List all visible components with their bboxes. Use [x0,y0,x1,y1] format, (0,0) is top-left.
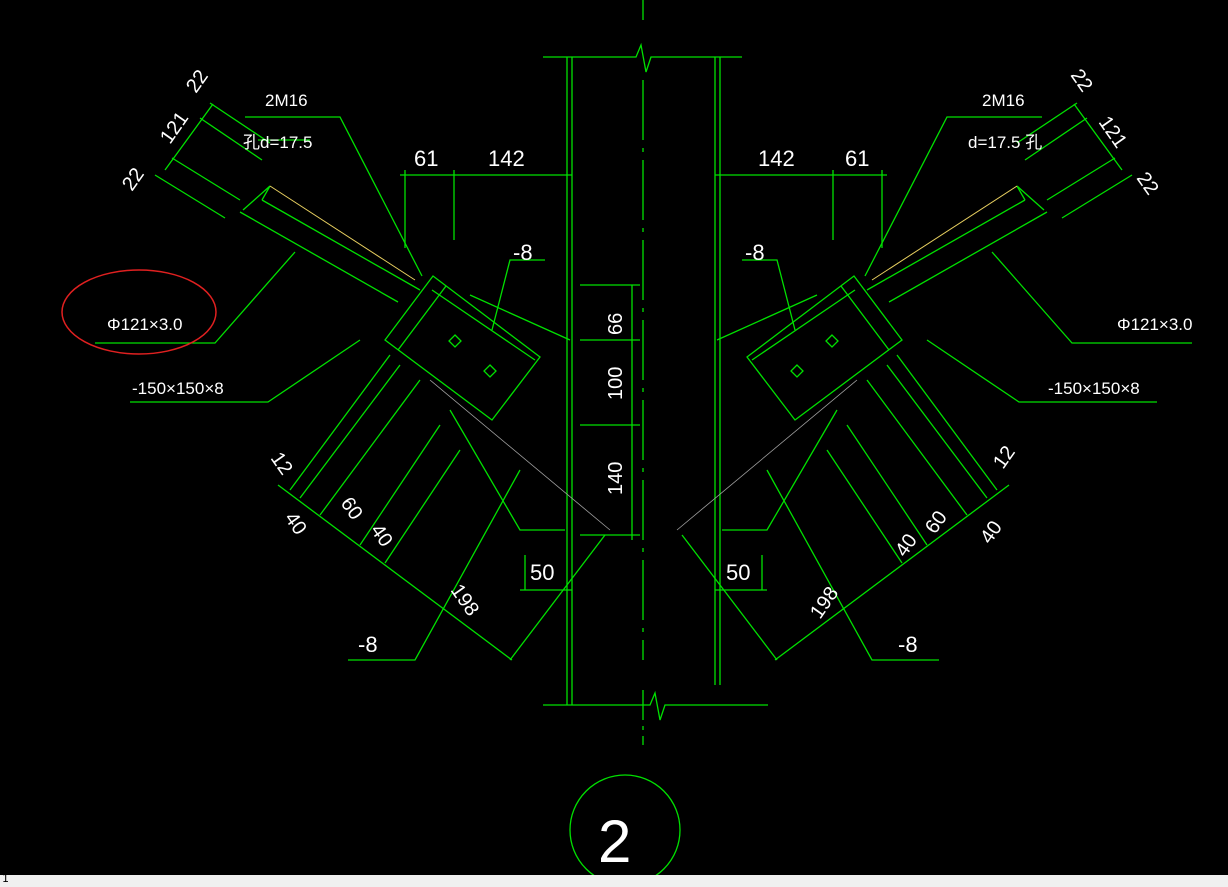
right-dim-121: 121 [1094,112,1131,152]
center-dim-140: 140 [605,462,627,495]
right-bolt-label: 2M16 [982,91,1025,110]
left-gusset-upper-label: -8 [513,240,533,265]
right-dim-60: 60 [921,507,952,538]
right-gusset-upper-label: -8 [745,240,765,265]
right-dim-22a: 22 [1132,168,1163,199]
right-gusset-lower-label: -8 [898,632,918,657]
status-text: 1 [2,872,9,885]
right-dim-61: 61 [845,146,869,171]
right-dim-198: 198 [806,583,843,623]
right-dim-22b: 22 [1066,65,1097,96]
left-dim-61: 61 [414,146,438,171]
left-dim-60: 60 [336,493,367,524]
left-dim-40b: 40 [366,520,397,551]
right-pipe-label: Φ121×3.0 [1117,315,1193,334]
right-dim-50: 50 [726,560,750,585]
left-dim-40a: 40 [280,508,311,539]
status-bar: 1 [0,872,1228,887]
left-dim-22b: 22 [182,66,213,97]
right-dim-142: 142 [758,146,795,171]
left-plate-label: -150×150×8 [132,379,224,398]
section-number: 2 [598,808,631,875]
right-dim-12: 12 [989,442,1020,473]
left-dim-12: 12 [266,448,297,479]
center-dim-100: 100 [605,367,627,400]
right-hole-label: d=17.5 孔 [968,133,1042,152]
left-dim-121: 121 [156,108,193,148]
highlight-ellipse [61,269,217,355]
left-dim-50: 50 [530,560,554,585]
left-bolt-label: 2M16 [265,91,308,110]
left-dim-142: 142 [488,146,525,171]
left-pipe-label: Φ121×3.0 [107,315,183,334]
column-break-top [543,42,742,73]
column-break-bottom [543,690,768,721]
center-dim-66: 66 [605,313,627,335]
right-dim-40b: 40 [891,530,922,561]
right-dim-40a: 40 [976,517,1007,548]
left-gusset-lower-label: -8 [358,632,378,657]
left-hole-label: 孔d=17.5 [243,133,312,152]
right-plate-label: -150×150×8 [1048,379,1140,398]
left-dim-22a: 22 [118,164,149,195]
